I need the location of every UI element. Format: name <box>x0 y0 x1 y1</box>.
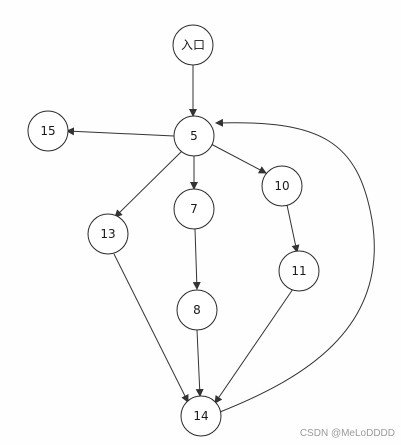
node-5[interactable]: 5 <box>173 115 215 157</box>
svg-text:8: 8 <box>193 303 201 317</box>
edge-13-14 <box>113 253 189 403</box>
svg-text:13: 13 <box>100 227 115 241</box>
edge-5-15 <box>66 127 175 137</box>
node-15[interactable]: 15 <box>27 110 69 152</box>
edge-8-14 <box>195 329 204 397</box>
edge-11-14 <box>214 288 294 404</box>
node-14[interactable]: 14 <box>180 395 222 437</box>
node-entry[interactable]: 入口 <box>172 24 214 66</box>
node-10[interactable]: 10 <box>261 165 303 207</box>
edge-5-10 <box>210 143 267 174</box>
svg-text:11: 11 <box>291 264 306 278</box>
edge-14-5 <box>215 118 375 413</box>
svg-text:5: 5 <box>190 129 198 143</box>
edge-7-8 <box>192 228 201 290</box>
svg-text:7: 7 <box>190 202 198 216</box>
svg-text:10: 10 <box>274 179 289 193</box>
node-8[interactable]: 8 <box>176 289 218 331</box>
svg-text:入口: 入口 <box>181 38 205 52</box>
node-7[interactable]: 7 <box>173 188 215 230</box>
watermark: CSDN @MeLoDDDD <box>299 428 395 439</box>
svg-text:15: 15 <box>40 124 55 138</box>
node-11[interactable]: 11 <box>278 250 320 292</box>
svg-text:14: 14 <box>193 409 208 423</box>
edge-5-13 <box>114 150 183 218</box>
node-13[interactable]: 13 <box>87 213 129 255</box>
edge-10-11 <box>286 204 300 253</box>
